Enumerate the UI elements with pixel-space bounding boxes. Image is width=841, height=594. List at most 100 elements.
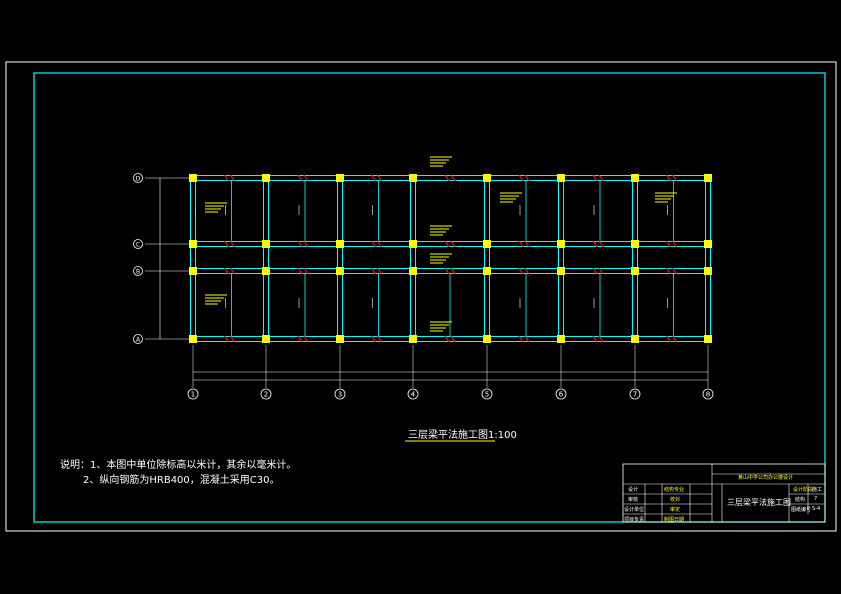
- floor-plan: 1 2 3 4 5 6 7 8 A B C D: [133, 156, 714, 442]
- axis-label-6: 6: [559, 391, 564, 399]
- inner-frame: [33, 72, 826, 523]
- axis-bubble-6: [555, 388, 567, 400]
- rebar-mark-1-1: [297, 240, 309, 248]
- rebar-mark-1-2: [297, 267, 309, 275]
- tb-drawing-name: 三层梁平法施工图: [727, 498, 791, 507]
- beam-v-3: [337, 177, 343, 340]
- axis-bubble-8: [702, 388, 714, 400]
- column-6-0: [557, 174, 565, 182]
- column-5-1: [483, 240, 491, 248]
- column-7-0: [631, 174, 639, 182]
- axis-bubble-3: [334, 388, 346, 400]
- tb-value-r1: 7: [814, 496, 818, 502]
- column-4-0: [409, 174, 417, 182]
- column-8-0: [704, 174, 712, 182]
- beam-v-4: [410, 177, 416, 340]
- axis-label-1: 1: [191, 391, 195, 399]
- tb-label-r2: 图纸编号: [791, 507, 812, 513]
- tb-label-m1: 校对: [670, 497, 681, 503]
- tb-label-m0: 结构专业: [664, 487, 685, 493]
- column-7-3: [631, 335, 639, 343]
- axis-label-C: C: [136, 242, 140, 249]
- tb-label-l1: 审核: [628, 497, 639, 503]
- drawing-title: 三层梁平法施工图1:100: [408, 430, 517, 441]
- column-6-2: [557, 267, 565, 275]
- column-8-2: [704, 267, 712, 275]
- tb-value-r2: S-4: [812, 506, 821, 512]
- column-5-2: [483, 267, 491, 275]
- axis-label-7: 7: [633, 391, 637, 399]
- axis-bubble-B: [133, 266, 143, 276]
- column-3-1: [336, 240, 344, 248]
- rebar-mark-1-0: [297, 174, 309, 182]
- beam-v-6: [558, 177, 564, 340]
- column-6-3: [557, 335, 565, 343]
- column-1-3: [189, 335, 197, 343]
- tb-value-r0: 施工: [812, 487, 823, 493]
- rebar-mark-4-2: [518, 267, 530, 275]
- title-block: [622, 463, 826, 523]
- column-2-0: [262, 174, 270, 182]
- axis-label-8: 8: [706, 391, 710, 399]
- rebar-mark-5-1: [592, 240, 604, 248]
- column-4-3: [409, 335, 417, 343]
- rebar-mark-6-0: [666, 174, 677, 182]
- axis-label-A: A: [136, 337, 141, 344]
- axis-bubble-7: [629, 388, 641, 400]
- rebar-mark-5-3: [592, 335, 604, 343]
- column-3-2: [336, 267, 344, 275]
- column-2-3: [262, 335, 270, 343]
- column-4-2: [409, 267, 417, 275]
- rebar-mark-4-3: [518, 335, 530, 343]
- axis-bubble-A: [133, 334, 143, 344]
- rebar-mark-4-0: [518, 174, 530, 182]
- tb-label-l2: 设计单位: [624, 507, 645, 513]
- rebar-mark-0-3: [224, 335, 235, 343]
- tb-label-r1: 结构: [795, 497, 806, 503]
- rebar-mark-3-1: [444, 240, 456, 248]
- rebar-mark-6-1: [666, 240, 677, 248]
- rebar-mark-2-1: [371, 240, 382, 248]
- rebar-mark-2-0: [371, 174, 382, 182]
- column-7-1: [631, 240, 639, 248]
- axis-label-3: 3: [338, 391, 342, 399]
- rebar-mark-2-3: [371, 335, 382, 343]
- tb-label-l3: 项目负责: [624, 517, 645, 523]
- design-notes: 说明：1、本图中单位除标高以米计，其余以毫米计。 2、纵向钢筋为HRB400，混…: [60, 458, 296, 488]
- axis-label-2: 2: [264, 391, 268, 399]
- tb-project: 某山中学公司办公楼设计: [738, 475, 794, 481]
- rebar-mark-0-2: [224, 267, 235, 275]
- rebar-mark-5-2: [592, 267, 604, 275]
- column-2-1: [262, 240, 270, 248]
- axis-bubble-4: [407, 388, 419, 400]
- beam-v-1: [190, 177, 196, 340]
- rebar-mark-0-0: [224, 174, 235, 182]
- beam-h-0: [192, 175, 709, 181]
- beam-h-1: [192, 241, 709, 247]
- column-5-0: [483, 174, 491, 182]
- column-2-2: [262, 267, 270, 275]
- column-1-1: [189, 240, 197, 248]
- rebar-mark-3-2: [444, 267, 456, 275]
- rebar-mark-5-0: [592, 174, 604, 182]
- rebar-mark-1-3: [297, 335, 309, 343]
- axis-label-D: D: [136, 176, 141, 183]
- axis-label-4: 4: [411, 391, 416, 399]
- axis-bubble-D: [133, 173, 143, 183]
- column-5-3: [483, 335, 491, 343]
- rebar-mark-4-1: [518, 240, 530, 248]
- column-8-1: [704, 240, 712, 248]
- column-1-0: [189, 174, 197, 182]
- beam-v-5: [484, 177, 490, 340]
- axis-label-B: B: [136, 269, 140, 276]
- rebar-mark-0-1: [224, 240, 235, 248]
- rebar-mark-6-3: [666, 335, 677, 343]
- outer-frame: [5, 61, 837, 532]
- axis-label-5: 5: [485, 391, 489, 399]
- beam-v-2: [263, 177, 269, 340]
- rebar-mark-2-2: [371, 267, 382, 275]
- column-1-2: [189, 267, 197, 275]
- column-4-1: [409, 240, 417, 248]
- note-1: 说明：1、本图中单位除标高以米计，其余以毫米计。: [60, 460, 297, 471]
